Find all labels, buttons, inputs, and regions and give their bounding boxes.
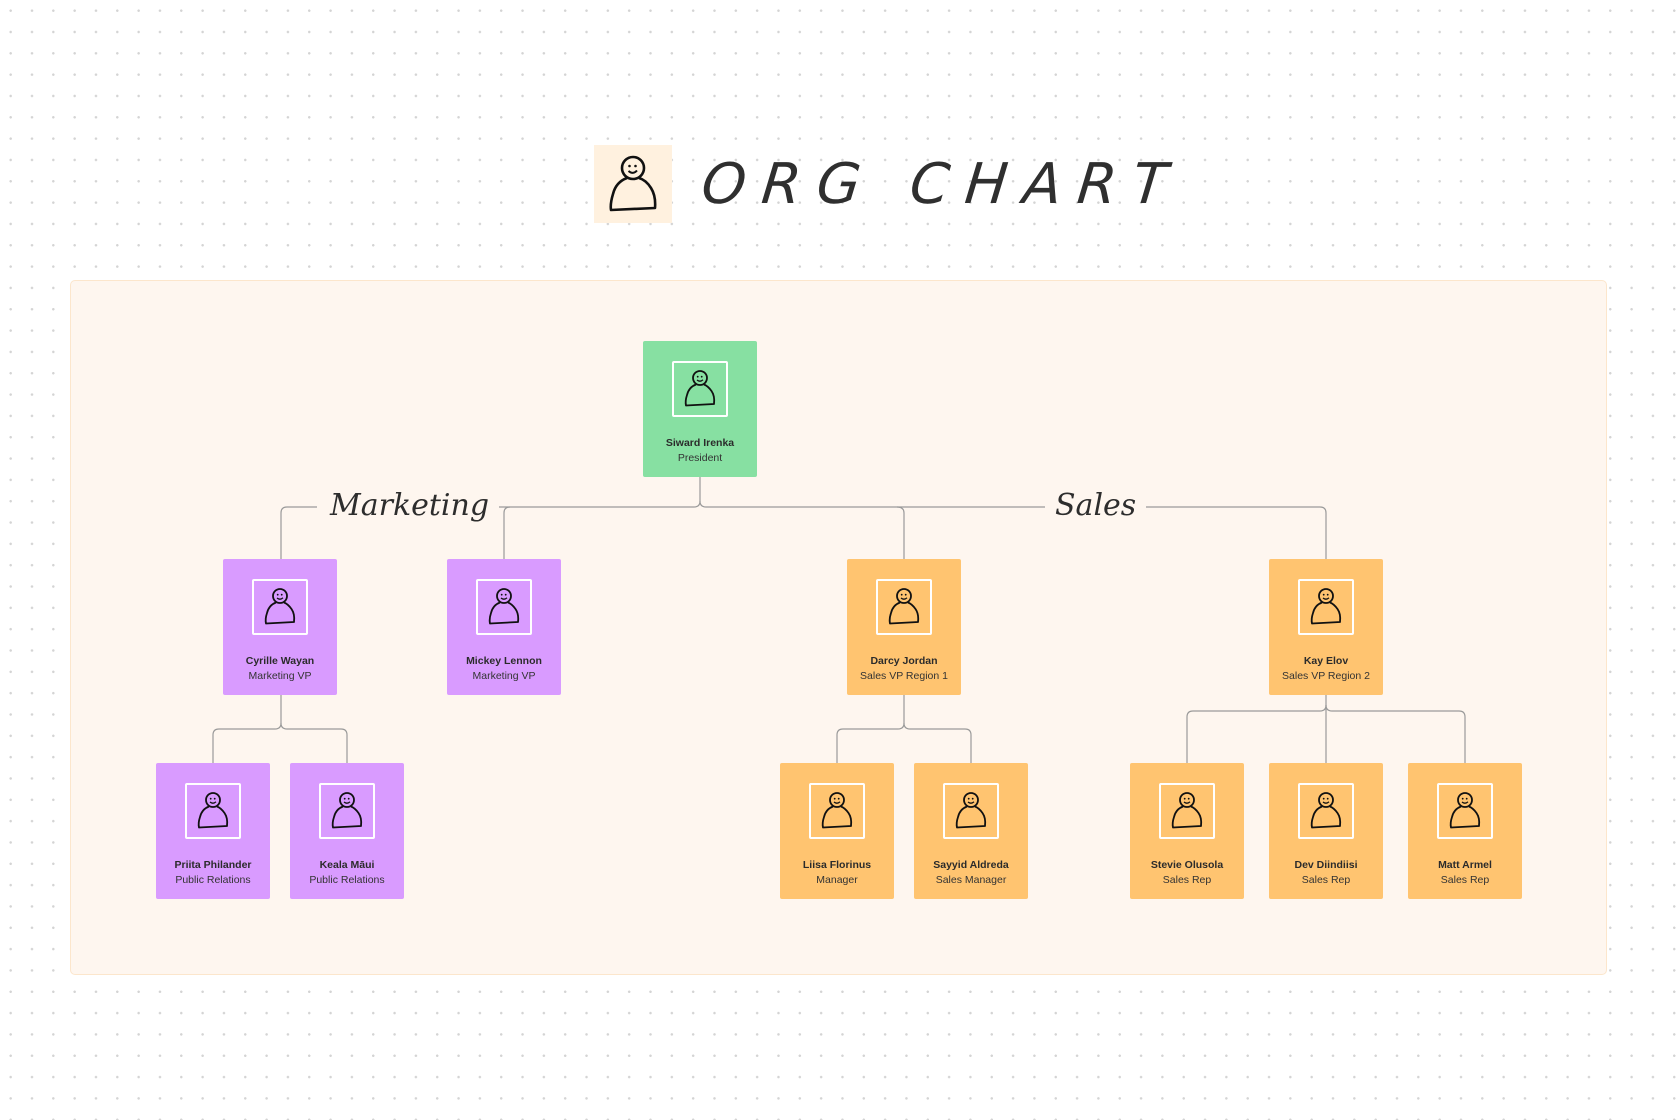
person-name: Sayyid Aldreda bbox=[933, 859, 1009, 871]
person-role: President bbox=[677, 452, 723, 464]
card-darcy-jordan[interactable]: Darcy Jordan Sales VP Region 1 bbox=[847, 559, 961, 695]
person-role: Sales Rep bbox=[1301, 874, 1351, 886]
person-role: Sales VP Region 2 bbox=[1282, 670, 1370, 682]
card-liisa-florinus[interactable]: Liisa Florinus Manager bbox=[780, 763, 894, 899]
person-name: Cyrille Wayan bbox=[245, 655, 315, 667]
avatar bbox=[876, 579, 932, 635]
avatar bbox=[1298, 783, 1354, 839]
person-icon bbox=[684, 370, 716, 407]
avatar bbox=[252, 579, 308, 635]
person-name: Keala Māui bbox=[319, 859, 375, 871]
marketing-department-label: Marketing bbox=[320, 489, 500, 523]
person-role: Sales Rep bbox=[1440, 874, 1490, 886]
avatar bbox=[185, 783, 241, 839]
card-priita-philander[interactable]: Priita Philander Public Relations bbox=[156, 763, 270, 899]
avatar bbox=[943, 783, 999, 839]
card-stevie-olusola[interactable]: Stevie Olusola Sales Rep bbox=[1130, 763, 1244, 899]
avatar bbox=[1298, 579, 1354, 635]
person-name: Kay Elov bbox=[1303, 655, 1349, 667]
person-icon bbox=[955, 792, 987, 829]
person-icon bbox=[264, 588, 296, 625]
person-icon bbox=[1310, 588, 1342, 625]
person-name: Priita Philander bbox=[174, 859, 252, 871]
person-role: Sales VP Region 1 bbox=[860, 670, 948, 682]
person-name: Mickey Lennon bbox=[466, 655, 542, 667]
person-name: Darcy Jordan bbox=[870, 655, 938, 667]
person-icon bbox=[1171, 792, 1203, 829]
person-icon bbox=[1310, 792, 1342, 829]
chart-title: ORG CHART bbox=[594, 144, 1186, 224]
person-icon bbox=[197, 792, 229, 829]
card-keala-maui[interactable]: Keala Māui Public Relations bbox=[290, 763, 404, 899]
sales-department-label: Sales bbox=[1045, 489, 1147, 523]
person-icon bbox=[609, 155, 657, 212]
person-role: Marketing VP bbox=[248, 670, 312, 682]
person-name: Matt Armel bbox=[1438, 859, 1492, 871]
card-sayyid-aldreda[interactable]: Sayyid Aldreda Sales Manager bbox=[914, 763, 1028, 899]
card-dev-diindiisi[interactable]: Dev Diindiisi Sales Rep bbox=[1269, 763, 1383, 899]
avatar bbox=[1437, 783, 1493, 839]
person-name: Dev Diindiisi bbox=[1294, 859, 1358, 871]
card-cyrille-wayan[interactable]: Cyrille Wayan Marketing VP bbox=[223, 559, 337, 695]
avatar bbox=[476, 579, 532, 635]
person-icon bbox=[488, 588, 520, 625]
person-icon bbox=[331, 792, 363, 829]
avatar bbox=[1159, 783, 1215, 839]
card-mickey-lennon[interactable]: Mickey Lennon Marketing VP bbox=[447, 559, 561, 695]
person-icon bbox=[1449, 792, 1481, 829]
person-role: Public Relations bbox=[175, 874, 251, 886]
person-name: Stevie Olusola bbox=[1150, 859, 1224, 871]
avatar bbox=[319, 783, 375, 839]
person-role: Marketing VP bbox=[472, 670, 536, 682]
person-role: Sales Manager bbox=[935, 874, 1007, 886]
person-role: Sales Rep bbox=[1162, 874, 1212, 886]
avatar bbox=[672, 361, 728, 417]
person-icon bbox=[821, 792, 853, 829]
card-kay-elov[interactable]: Kay Elov Sales VP Region 2 bbox=[1269, 559, 1383, 695]
avatar bbox=[809, 783, 865, 839]
title-person-icon bbox=[594, 145, 672, 223]
person-name: Siward Irenka bbox=[665, 437, 735, 449]
page-title: ORG CHART bbox=[698, 151, 1187, 217]
card-president[interactable]: Siward Irenka President bbox=[643, 341, 757, 477]
person-name: Liisa Florinus bbox=[802, 859, 872, 871]
person-role: Manager bbox=[816, 874, 858, 886]
person-icon bbox=[888, 588, 920, 625]
card-matt-armel[interactable]: Matt Armel Sales Rep bbox=[1408, 763, 1522, 899]
person-role: Public Relations bbox=[309, 874, 385, 886]
